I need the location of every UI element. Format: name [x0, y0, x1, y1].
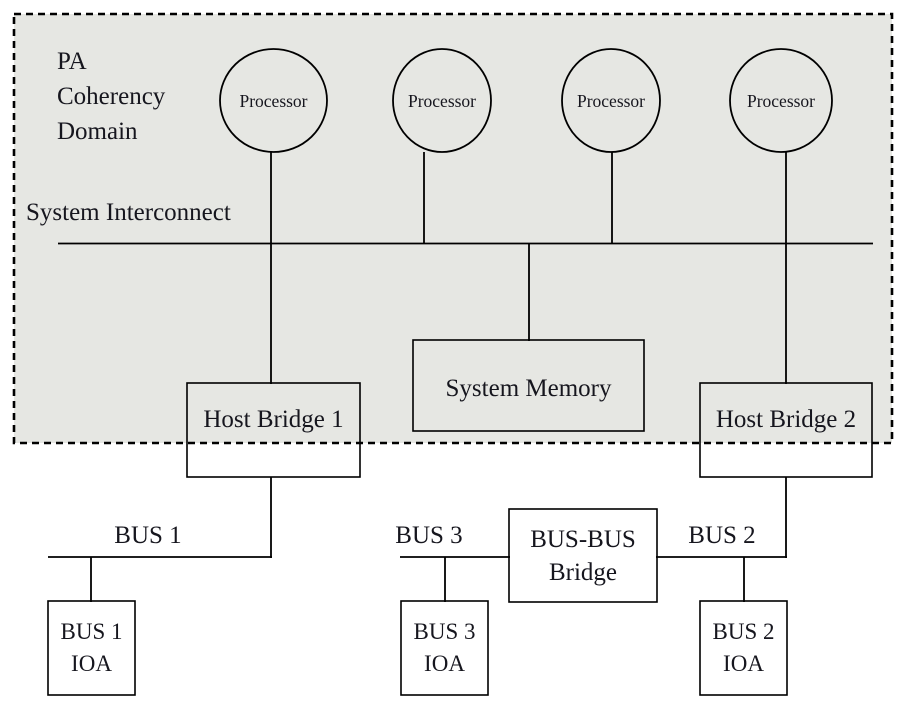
- system-interconnect-label: System Interconnect: [26, 199, 231, 226]
- bus-2-ioa-label-line1: BUS 2: [713, 619, 775, 644]
- bus-bus-bridge-label-line2: Bridge: [549, 559, 617, 586]
- domain-label-line2: Coherency: [57, 83, 166, 110]
- bus-1-label: BUS 1: [114, 522, 181, 549]
- system-memory-box[interactable]: [412, 339, 645, 432]
- bus-1-ioa-box[interactable]: [47, 600, 136, 696]
- bus-bus-bridge-box[interactable]: [508, 508, 658, 603]
- bus-bus-bridge-label-line1: BUS-BUS: [530, 526, 636, 553]
- processor-1-label: Processor: [239, 91, 307, 111]
- pa-coherency-domain-fill: [14, 14, 892, 443]
- processor-1-shape[interactable]: [219, 48, 328, 153]
- processor-3-shape[interactable]: [561, 48, 661, 153]
- processor-2-shape[interactable]: [392, 48, 492, 153]
- host-bridge-2-label: Host Bridge 2: [716, 406, 856, 433]
- processor-2-label: Processor: [408, 91, 476, 111]
- host-bridge-1-label: Host Bridge 1: [203, 406, 343, 433]
- bus-3-ioa-label-line1: BUS 3: [414, 619, 476, 644]
- system-memory-label: System Memory: [446, 375, 612, 402]
- bus-3-ioa-label-line2: IOA: [424, 651, 465, 676]
- bus-2-ioa-box[interactable]: [699, 600, 788, 696]
- processor-3-label: Processor: [577, 91, 645, 111]
- bus-1-ioa-label-line1: BUS 1: [61, 619, 123, 644]
- bus-2-label: BUS 2: [688, 522, 755, 549]
- processor-4-shape[interactable]: [729, 48, 833, 153]
- bus-1-ioa-label-line2: IOA: [71, 651, 112, 676]
- bus-2-ioa-label-line2: IOA: [723, 651, 764, 676]
- host-bridge-1-box[interactable]: [186, 382, 361, 478]
- domain-label-line1: PA: [57, 48, 87, 75]
- pa-coherency-domain-border: [12, 12, 894, 445]
- processor-4-label: Processor: [747, 91, 815, 111]
- domain-label-line3: Domain: [57, 118, 138, 145]
- bus-3-label: BUS 3: [395, 522, 462, 549]
- bus-3-ioa-box[interactable]: [400, 600, 489, 696]
